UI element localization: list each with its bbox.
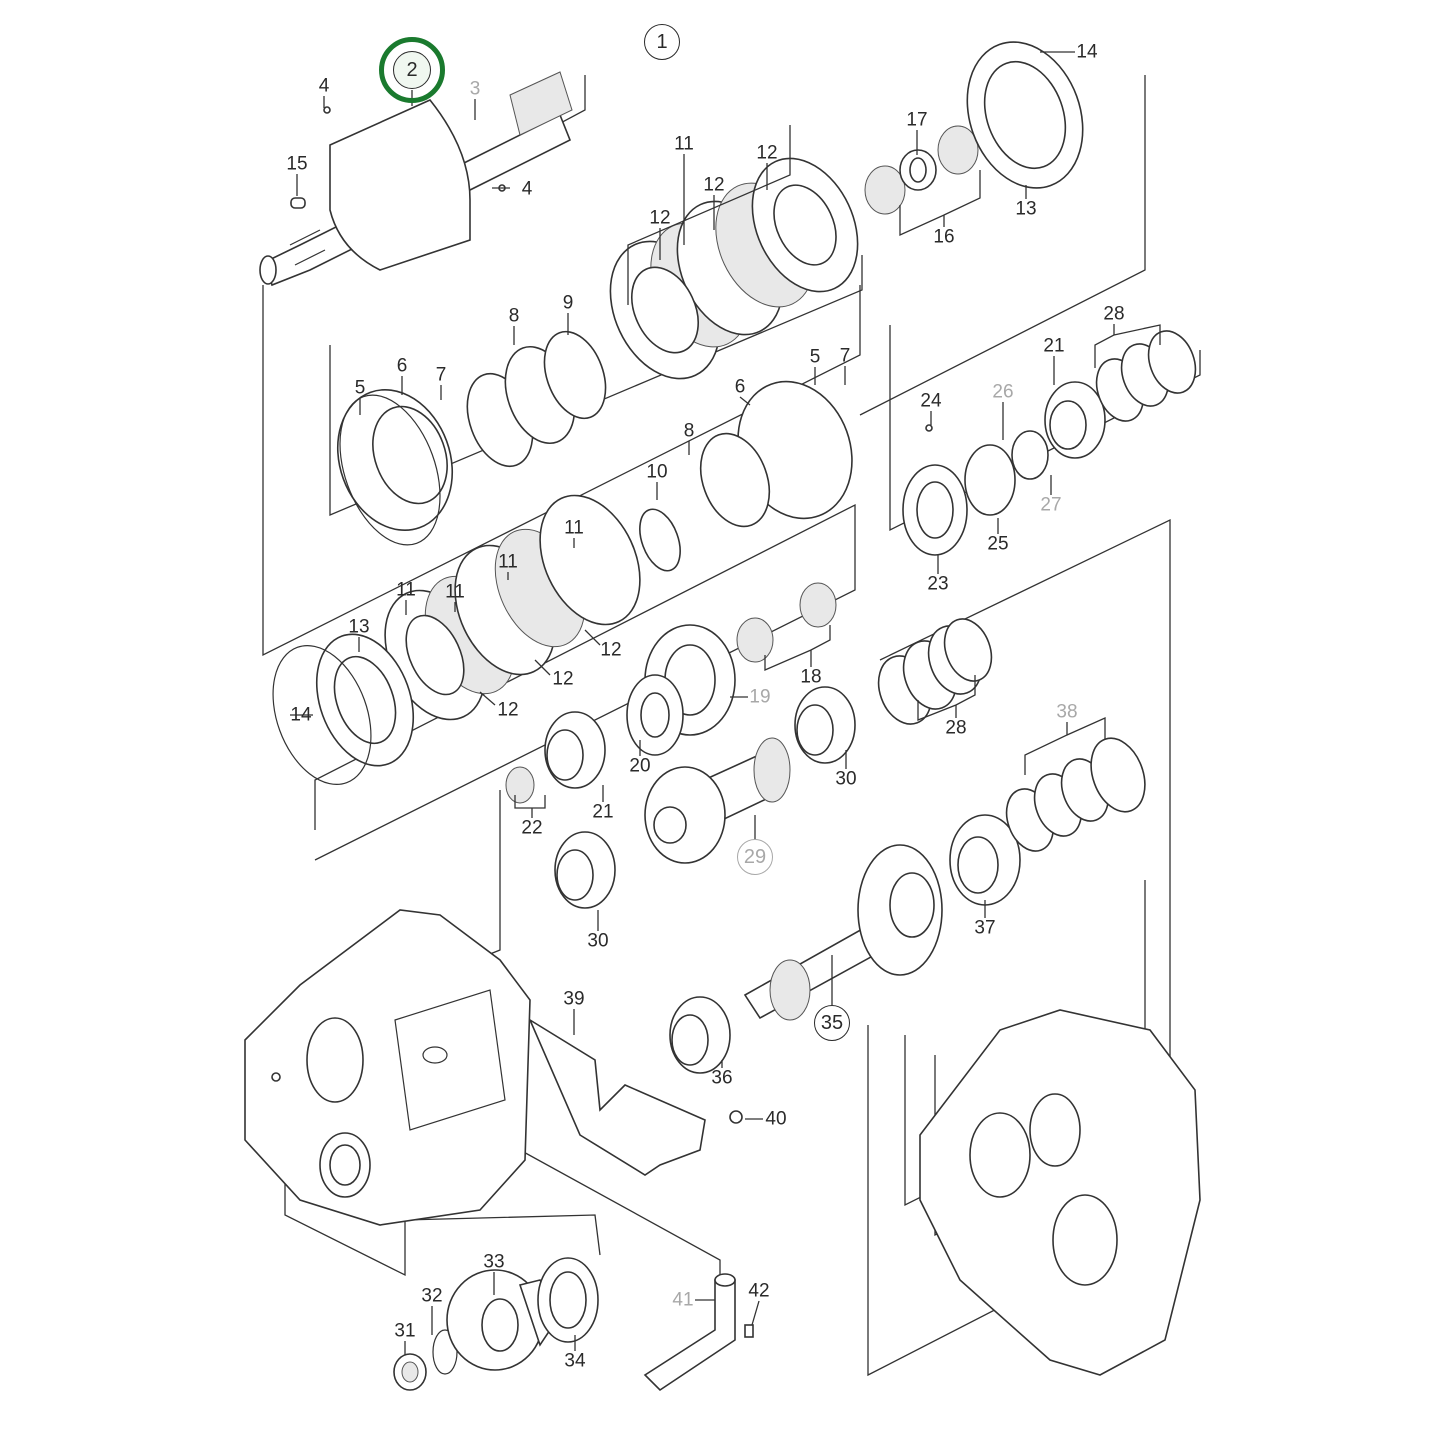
callout-5[interactable]: 5 — [354, 377, 366, 399]
callout-31[interactable]: 31 — [394, 1320, 416, 1342]
callout-2[interactable]: 2 — [393, 51, 431, 89]
callout-12[interactable]: 12 — [600, 639, 622, 661]
callout-36[interactable]: 36 — [711, 1067, 733, 1089]
callout-6[interactable]: 6 — [734, 376, 746, 398]
callout-8[interactable]: 8 — [683, 420, 695, 442]
callout-26[interactable]: 26 — [992, 381, 1014, 403]
callout-23[interactable]: 23 — [927, 573, 949, 595]
callout-13[interactable]: 13 — [348, 616, 370, 638]
callout-13[interactable]: 13 — [1015, 198, 1037, 220]
callout-41[interactable]: 41 — [672, 1289, 694, 1311]
callout-5[interactable]: 5 — [809, 346, 821, 368]
callout-35[interactable]: 35 — [814, 1005, 850, 1041]
callout-8[interactable]: 8 — [508, 305, 520, 327]
callout-24[interactable]: 24 — [920, 390, 942, 412]
callout-11[interactable]: 11 — [674, 133, 694, 155]
callout-25[interactable]: 25 — [987, 533, 1009, 555]
callout-32[interactable]: 32 — [421, 1285, 443, 1307]
callout-12[interactable]: 12 — [703, 174, 725, 196]
callout-14[interactable]: 14 — [290, 704, 312, 726]
callout-11[interactable]: 11 — [498, 551, 518, 573]
callout-40[interactable]: 40 — [765, 1108, 787, 1130]
callout-11[interactable]: 11 — [564, 517, 584, 539]
callout-16[interactable]: 16 — [933, 226, 955, 248]
callout-9[interactable]: 9 — [562, 292, 574, 314]
callout-20[interactable]: 20 — [629, 755, 651, 777]
callout-7[interactable]: 7 — [839, 345, 851, 367]
callout-3[interactable]: 3 — [469, 78, 481, 100]
callout-27[interactable]: 27 — [1040, 494, 1062, 516]
callout-12[interactable]: 12 — [756, 142, 778, 164]
callout-21[interactable]: 21 — [592, 801, 614, 823]
callout-37[interactable]: 37 — [974, 917, 996, 939]
callout-39[interactable]: 39 — [563, 988, 585, 1010]
callout-34[interactable]: 34 — [564, 1350, 586, 1372]
callout-22[interactable]: 22 — [521, 817, 543, 839]
callout-21[interactable]: 21 — [1043, 335, 1065, 357]
callout-19[interactable]: 19 — [749, 686, 771, 708]
callout-10[interactable]: 10 — [646, 461, 668, 483]
callout-28[interactable]: 28 — [945, 717, 967, 739]
callout-12[interactable]: 12 — [497, 699, 519, 721]
callout-6[interactable]: 6 — [396, 355, 408, 377]
callout-33[interactable]: 33 — [483, 1251, 505, 1273]
callout-28[interactable]: 28 — [1103, 303, 1125, 325]
callout-4[interactable]: 4 — [318, 75, 330, 97]
callout-15[interactable]: 15 — [286, 153, 308, 175]
callout-29[interactable]: 29 — [737, 839, 773, 875]
callout-14[interactable]: 14 — [1076, 41, 1098, 63]
callout-30[interactable]: 30 — [587, 930, 609, 952]
callout-42[interactable]: 42 — [748, 1280, 770, 1302]
clutch-disc-stack-top — [609, 157, 859, 380]
clutch-disc-stack-lower — [384, 494, 641, 721]
callout-4[interactable]: 4 — [521, 178, 533, 200]
callout-12[interactable]: 12 — [649, 207, 671, 229]
callout-17[interactable]: 17 — [906, 109, 928, 131]
callout-30[interactable]: 30 — [835, 768, 857, 790]
callout-11[interactable]: 11 — [445, 581, 465, 603]
callout-11[interactable]: 11 — [396, 579, 416, 601]
callout-1[interactable]: 1 — [644, 24, 680, 60]
callout-38[interactable]: 38 — [1056, 701, 1078, 723]
callout-18[interactable]: 18 — [800, 666, 822, 688]
callout-12[interactable]: 12 — [552, 668, 574, 690]
callout-7[interactable]: 7 — [435, 364, 447, 386]
